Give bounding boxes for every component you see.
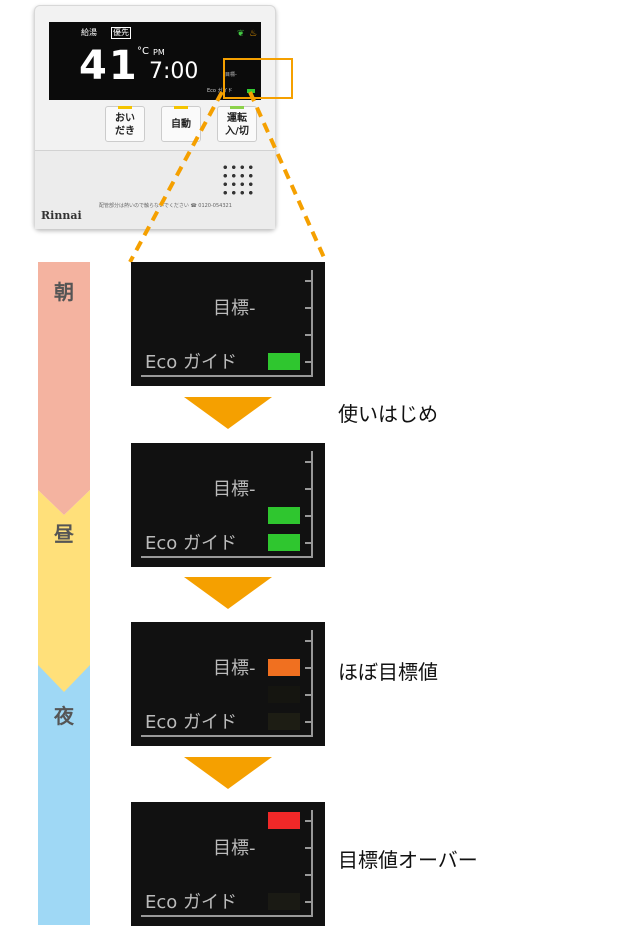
speaker-grille-icon [221, 163, 255, 197]
flame-icon: ♨ [249, 29, 258, 39]
remote-lower-cover: Rinnai 配管部分は熱いので触らないでください ☎ 0120-054321 [35, 150, 275, 229]
dim-block [268, 686, 300, 703]
ampm: PM [153, 48, 165, 57]
eco-guide-highlight [223, 58, 293, 99]
green-block [268, 353, 300, 370]
label-noon: 昼 [54, 522, 74, 546]
day-timeline [38, 262, 90, 925]
green-block [268, 507, 300, 524]
auto-button[interactable]: 自動 [161, 106, 201, 142]
priority-label: 優先 [111, 27, 131, 39]
lcd-display: 給湯 優先 41 °C PM 7:00 ❦ ♨ 目標- Eco ガイド [49, 22, 261, 100]
red-block [268, 812, 300, 829]
green-block [268, 534, 300, 551]
target-label: 目標- [213, 479, 256, 500]
down-arrow-icon [184, 397, 272, 429]
caption-near-target: ほぼ目標値 [338, 660, 438, 684]
eco-panel-mid: 目標- Eco ガイド [131, 443, 325, 567]
brand-logo: Rinnai [41, 209, 82, 222]
timeline-night-end [38, 647, 90, 925]
eco-panel-start: 目標- Eco ガイド [131, 262, 325, 386]
mini-green-block [247, 89, 255, 93]
orange-block [268, 659, 300, 676]
label-morning: 朝 [54, 280, 74, 304]
dim-block [268, 713, 300, 730]
temp-label: 給湯 [81, 28, 97, 37]
eco-guide-label: Eco ガイド [145, 533, 238, 554]
target-label: 目標- [213, 838, 256, 859]
eco-panel-over: 目標- Eco ガイド [131, 802, 325, 926]
power-button[interactable]: 運転 入/切 [217, 106, 257, 142]
target-label: 目標- [213, 658, 256, 679]
callout-line-right [248, 91, 328, 263]
callout-line-left [128, 91, 224, 263]
remote-controller: 給湯 優先 41 °C PM 7:00 ❦ ♨ 目標- Eco ガイド おい だ… [34, 5, 293, 229]
down-arrow-icon [184, 577, 272, 609]
reheat-button[interactable]: おい だき [105, 106, 145, 142]
caption-start: 使いはじめ [338, 402, 438, 426]
label-night: 夜 [54, 704, 74, 728]
down-arrow-icon [184, 757, 272, 789]
eco-guide-label: Eco ガイド [145, 352, 238, 373]
zoom-callout-lines [128, 91, 328, 263]
target-label: 目標- [213, 298, 256, 319]
clock: 7:00 [149, 59, 199, 84]
eco-panel-near-target: 目標- Eco ガイド [131, 622, 325, 746]
caption-over-target: 目標値オーバー [338, 848, 478, 872]
eco-leaf-icon: ❦ [237, 29, 245, 39]
mini-eco: Eco ガイド [207, 88, 233, 94]
temperature: 41 [79, 43, 139, 89]
unit: °C [137, 46, 149, 57]
timeline-noon [38, 490, 90, 692]
eco-guide-label: Eco ガイド [145, 712, 238, 733]
eco-guide-label: Eco ガイド [145, 892, 238, 913]
fine-print: 配管部分は熱いので触らないでください ☎ 0120-054321 [99, 203, 232, 209]
timeline-morning [38, 262, 90, 515]
dim-block [268, 893, 300, 910]
mini-target: 目標- [225, 72, 237, 78]
